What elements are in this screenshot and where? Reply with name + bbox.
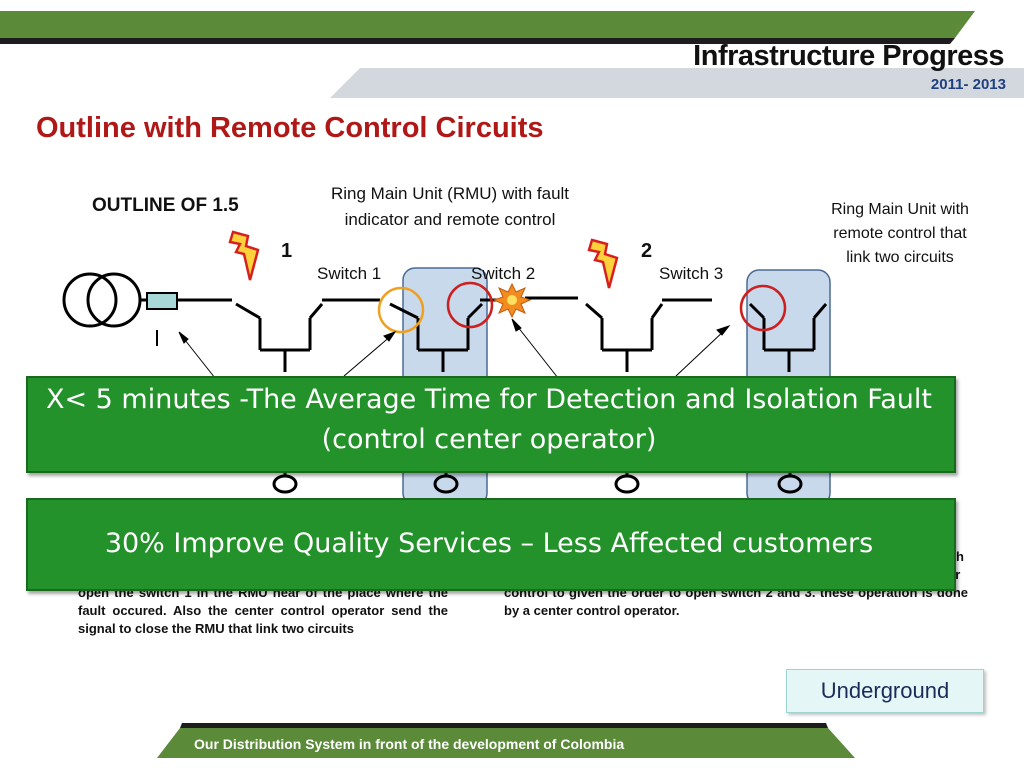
footer-bar [157,723,855,758]
header-gray-bar [330,68,1024,98]
rmu-label: Ring Main Unit (RMU) with fault indicato… [330,184,570,229]
fault-number-2: 2 [641,240,653,262]
switch-3-label: Switch 3 [659,264,724,283]
pointer-arrows [178,318,731,379]
year-range: 2011- 2013 [930,76,1006,93]
time-banner-text: X< 5 minutes -The Average Time for Detec… [45,384,933,455]
quality-banner-text: 30% Improve Quality Services – Less Affe… [104,528,874,559]
breaker [146,292,178,310]
load-symbol [614,470,640,494]
quality-banner [26,498,956,591]
switch-2-label: Switch 2 [471,264,536,283]
header-dark-stripe [0,38,955,44]
slide-subtitle: Outline with Remote Control Circuits [36,112,544,144]
description-left: open the switch 1 in the RMU near of the… [78,585,448,636]
footer-text: Our Distribution System in front of the … [194,736,625,752]
switch-3-fault-indicator [739,284,787,332]
switch-symbol [748,302,828,372]
description-right-fragment: h [956,549,964,564]
header-green-bar [0,11,975,38]
rmu-link-label: Ring Main Unit with remote control that … [831,201,969,266]
switch-symbol [585,302,664,372]
transformer-coil-right [86,272,142,328]
load-symbol [272,470,298,494]
page-title: Infrastructure Progress [693,40,1004,72]
switch-2-fault-indicator [446,281,494,329]
transformer-coil-left [62,272,118,328]
outline-label: OUTLINE OF 1.5 [92,195,239,216]
time-banner [26,376,956,473]
switch-symbol [389,302,484,372]
lightning-icon [228,230,260,281]
fault-explosion-core [507,295,517,305]
footer-dark-stripe [180,723,828,728]
fault-number-1: 1 [281,240,293,262]
switch-1-indicator [377,286,425,334]
header-decoration [0,11,1024,98]
switch-1-label: Switch 1 [317,264,382,283]
footer-green-bar [157,728,855,758]
switch-symbol [235,302,324,372]
lightning-icon [587,238,619,289]
underground-badge: Underground [786,669,984,713]
